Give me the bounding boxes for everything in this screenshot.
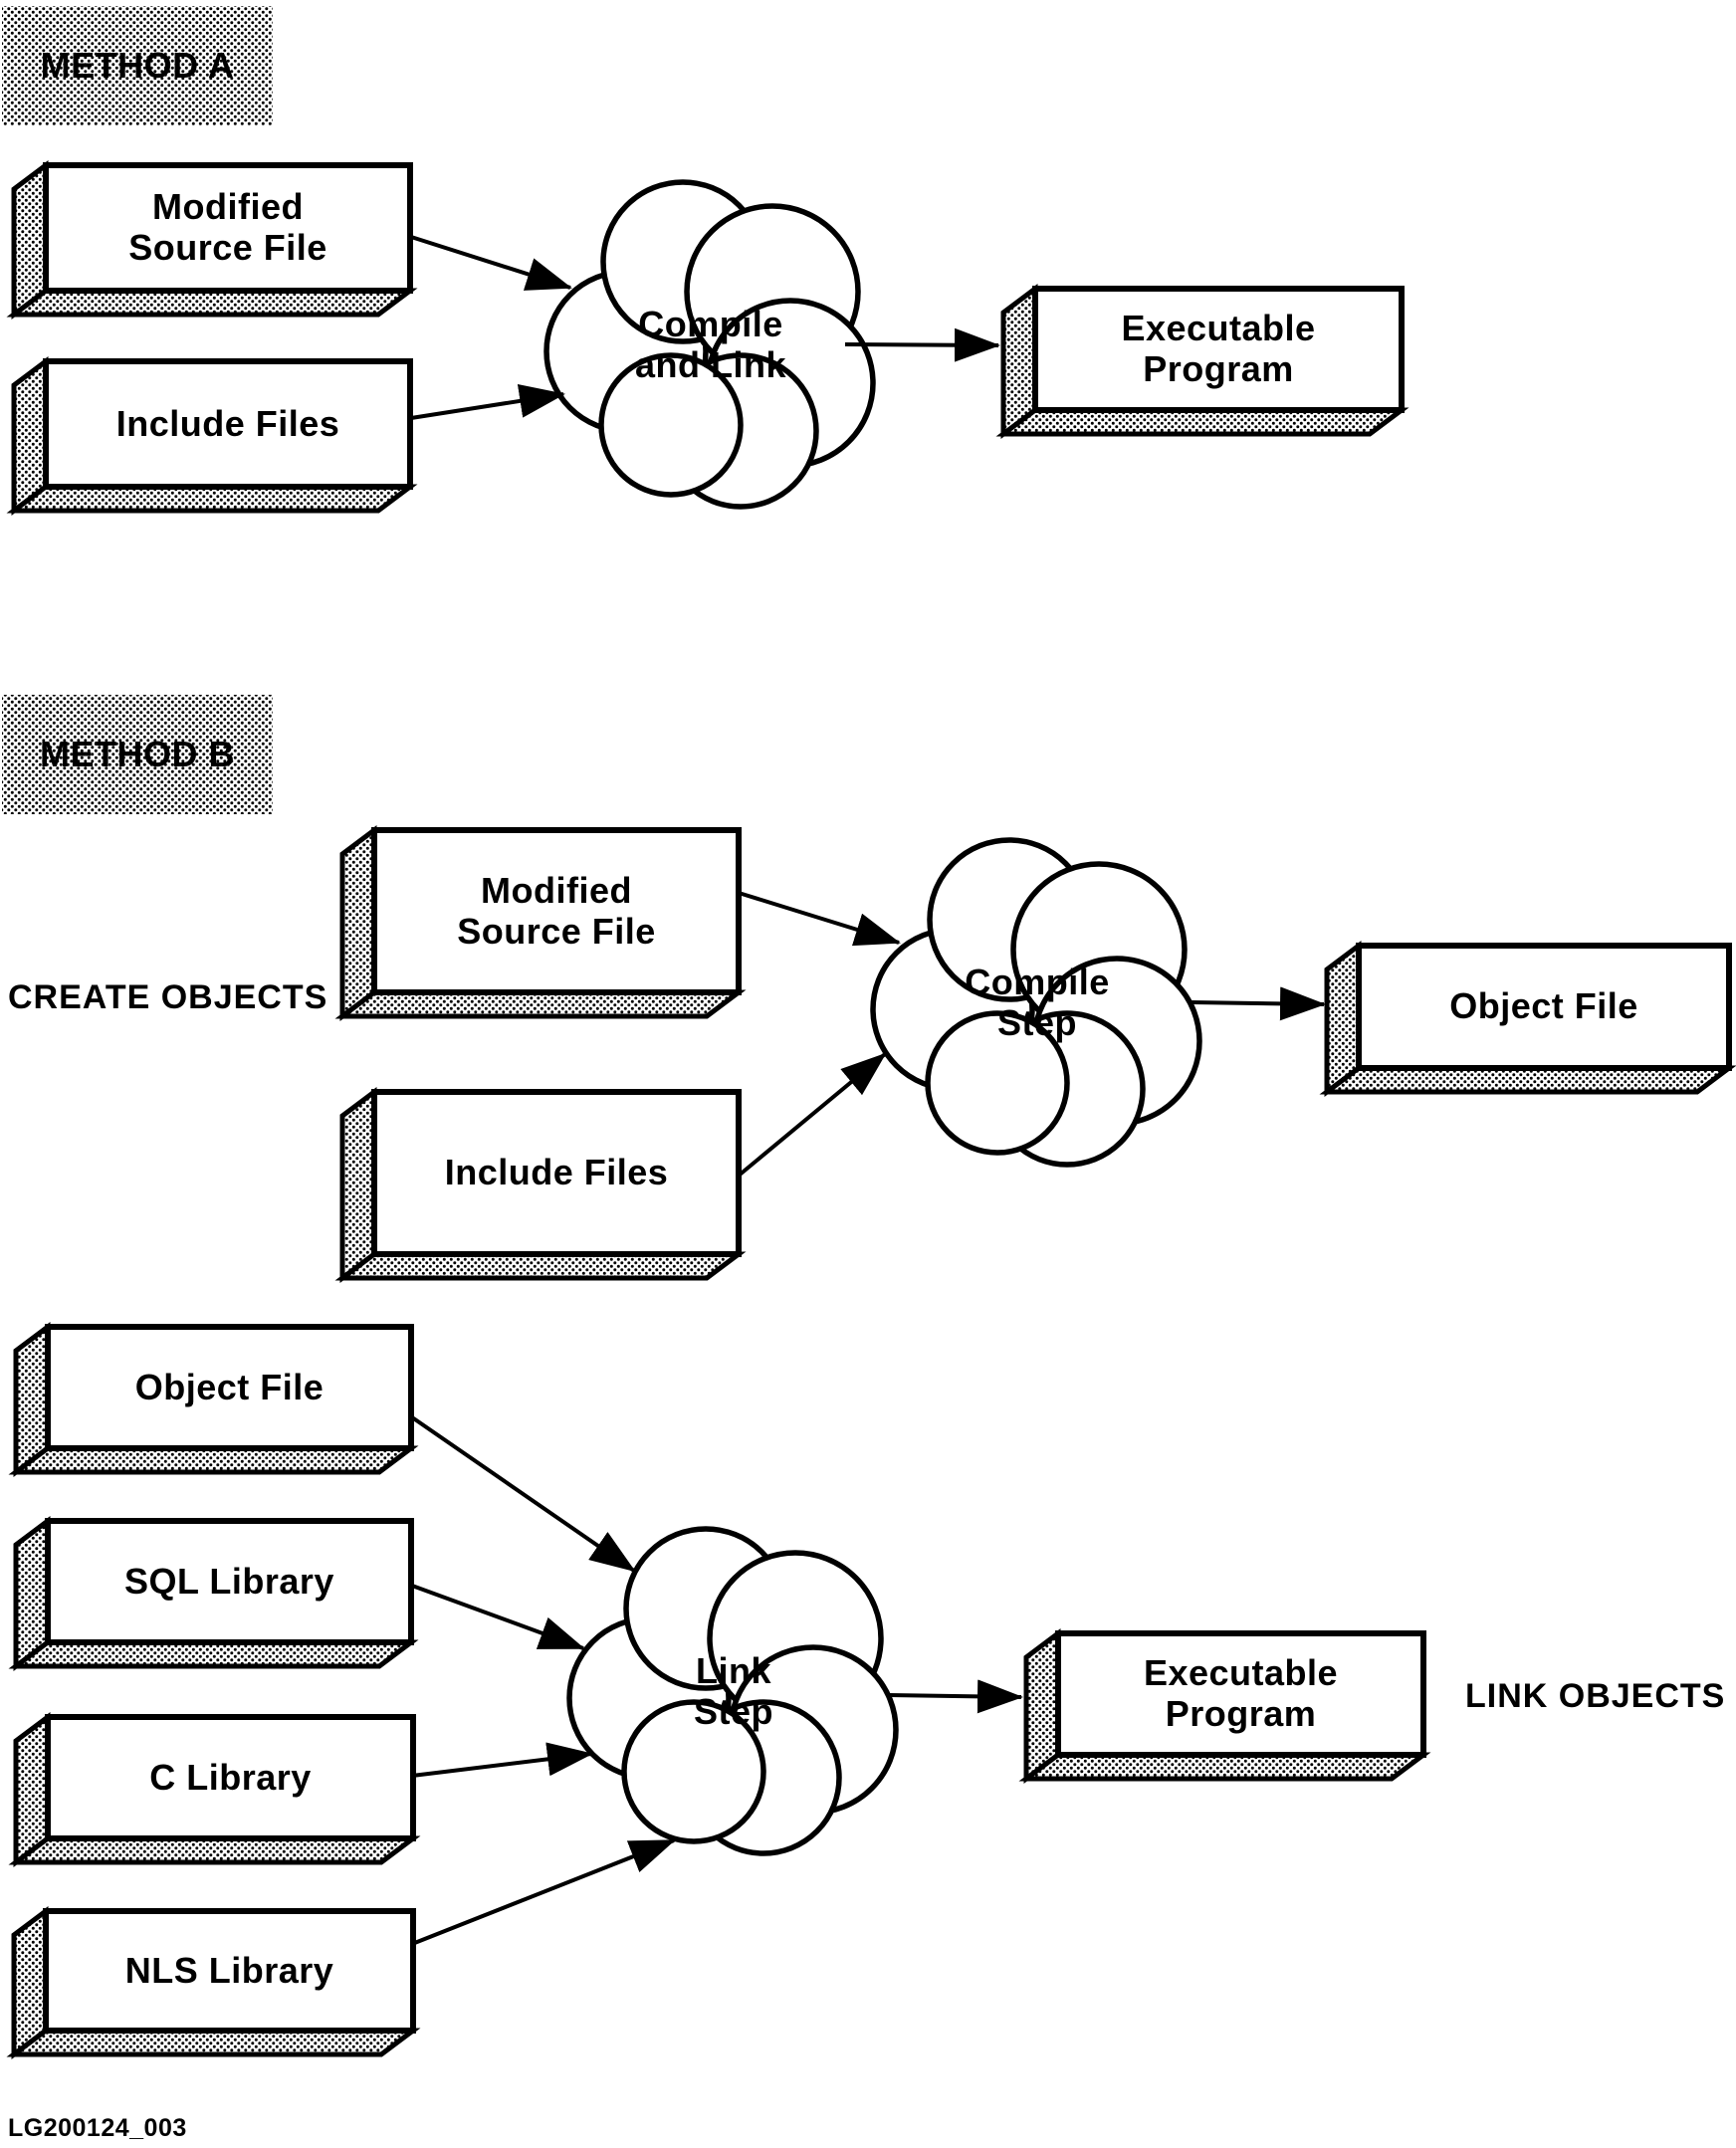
- arrow-b-include-to-compilestep: [737, 1052, 887, 1178]
- arrow-a-compile-to-executable: [844, 327, 1000, 362]
- box-label-c-sql-library: SQL Library: [124, 1560, 334, 1602]
- arrow-c-linkstep-to-executable: [888, 1679, 1023, 1714]
- cloud-compile-and-link: [543, 179, 876, 510]
- box-c-executable-program: [1018, 1628, 1431, 1784]
- box-a-include-files: [6, 356, 418, 516]
- box-b-modified-source-file: [334, 825, 747, 1021]
- box-label-a-modified-source-file: Modified Source File: [128, 186, 327, 268]
- arrow-c-objectfile-to-linkstep: [410, 1415, 636, 1573]
- method-b-heading-plate: [2, 695, 273, 814]
- arrow-c-clib-to-linkstep: [411, 1742, 593, 1778]
- box-label-c-executable-program: Executable Program: [1143, 1652, 1339, 1734]
- box-c-nls-library: [6, 1906, 421, 2059]
- method-a-heading: METHOD A: [40, 44, 235, 86]
- box-c-sql-library: [8, 1516, 419, 1671]
- box-a-executable-program: [995, 284, 1410, 439]
- box-label-b-object-file: Object File: [1449, 985, 1638, 1027]
- cloud-link-step: [566, 1526, 899, 1856]
- arrow-a-source-to-compile: [410, 235, 572, 291]
- box-label-c-object-file: Object File: [134, 1366, 325, 1407]
- box-c-object-file: [8, 1322, 419, 1477]
- box-label-b-modified-source-file: Modified Source File: [457, 869, 656, 952]
- method-a-heading-plate: [2, 6, 273, 125]
- box-label-c-c-library: C Library: [149, 1756, 312, 1798]
- box-a-modified-source-file: [6, 160, 418, 320]
- cloud-compile-step: [870, 837, 1202, 1168]
- box-c-c-library: [8, 1712, 421, 1867]
- method-b-heading: METHOD B: [40, 733, 235, 774]
- box-b-include-files: [334, 1087, 747, 1283]
- arrow-c-nlslib-to-linkstep: [411, 1838, 676, 1946]
- arrow-c-sqllib-to-linkstep: [411, 1584, 585, 1650]
- figure-id: LG200124_003: [8, 2113, 187, 2142]
- cloud-label-link-step: Link Step: [693, 1650, 773, 1732]
- cloud-label-compile-step: Compile Step: [965, 962, 1110, 1043]
- box-label-c-nls-library: NLS Library: [124, 1949, 334, 1991]
- flow-arrows: [410, 235, 1326, 1946]
- box-b-object-file: [1319, 941, 1736, 1097]
- arrow-b-compilestep-to-objectfile: [1191, 986, 1326, 1021]
- box-label-a-include-files: Include Files: [115, 402, 340, 444]
- arrow-b-source-to-compilestep: [738, 891, 901, 947]
- cloud-label-compile-and-link: Compile and Link: [634, 304, 786, 385]
- box-label-a-executable-program: Executable Program: [1121, 308, 1316, 389]
- stage-label-create-objects: CREATE OBJECTS: [8, 977, 328, 1016]
- stage-label-link-objects: LINK OBJECTS: [1465, 1676, 1726, 1715]
- box-label-b-include-files: Include Files: [444, 1152, 669, 1193]
- arrow-a-include-to-compile: [410, 384, 565, 420]
